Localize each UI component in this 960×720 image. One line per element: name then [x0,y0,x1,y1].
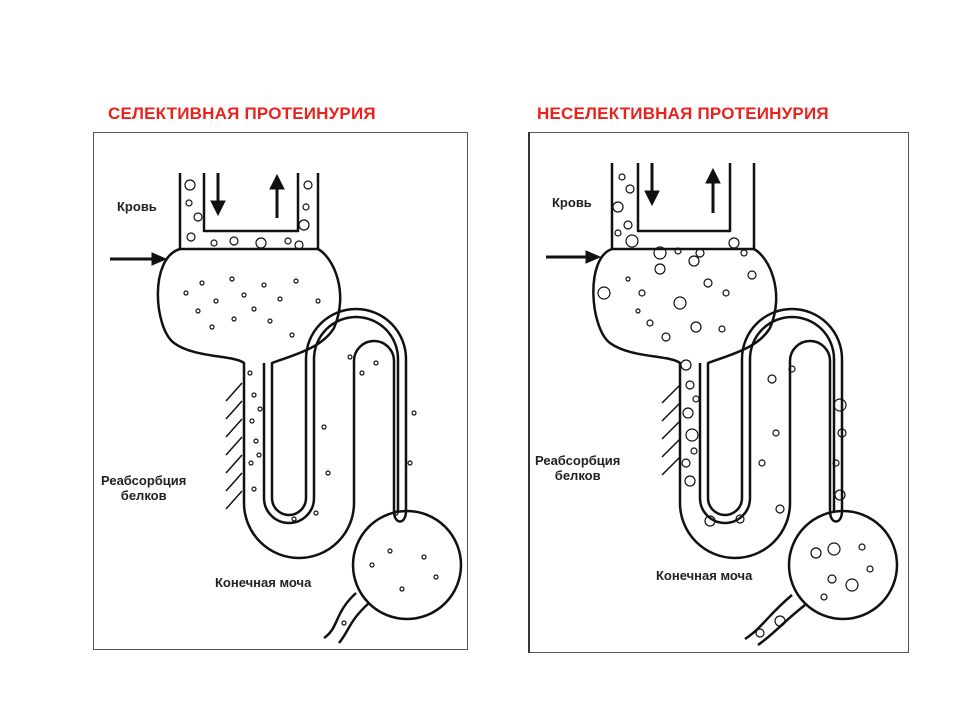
tubule-outer-wall [592,247,844,560]
nonselective-proteinuria-title: НЕСЕЛЕКТИВНАЯ ПРОТЕИНУРИЯ [537,104,829,123]
blood-label: Кровь [552,195,592,210]
reabsorption-arrow [225,454,243,474]
reabsorption-arrow [661,438,681,458]
collecting-bulb [351,509,463,621]
reabsorption-arrow [661,384,681,404]
reabsorption-line2: белков [120,488,167,503]
selective-panel: Кровь Реабсорбция белков Конечная моча [93,132,468,650]
final-urine-label: Конечная моча [215,575,312,590]
reabsorption-arrow [225,418,243,438]
reabsorption-arrow [225,490,243,510]
nonselective-nephron-diagram [546,163,899,647]
capillary-loop [178,173,320,251]
reabsorption-line1: Реабсорбция [535,453,621,468]
collecting-bulb [787,509,899,621]
urine-outlet [744,594,806,647]
final-urine-label: Конечная моча [656,568,753,583]
reabsorption-label: Реабсорбция белков [535,453,620,483]
reabsorption-arrow [661,456,681,476]
urine-outlet [323,592,370,644]
reabsorption-arrow [661,420,681,440]
tubule-outer-wall [156,247,408,560]
tubule-inner-wall [698,315,836,525]
reabsorption-arrow [225,400,243,420]
nonselective-panel: Кровь Реабсорбция белков Конечная моча [528,132,909,653]
reabsorption-arrow [661,402,681,422]
reabsorption-arrow [225,436,243,456]
reabsorption-line2: белков [554,468,601,483]
reabsorption-arrow [225,382,243,402]
selective-proteinuria-title: СЕЛЕКТИВНАЯ ПРОТЕИНУРИЯ [108,104,376,123]
reabsorption-line1: Реабсорбция [101,473,187,488]
blood-label: Кровь [117,199,157,214]
reabsorption-label: Реабсорбция белков [101,473,186,503]
capillary-loop [610,163,756,251]
reabsorption-arrow [225,472,243,492]
selective-nephron-diagram [110,173,463,644]
tubule-inner-wall [262,315,400,525]
